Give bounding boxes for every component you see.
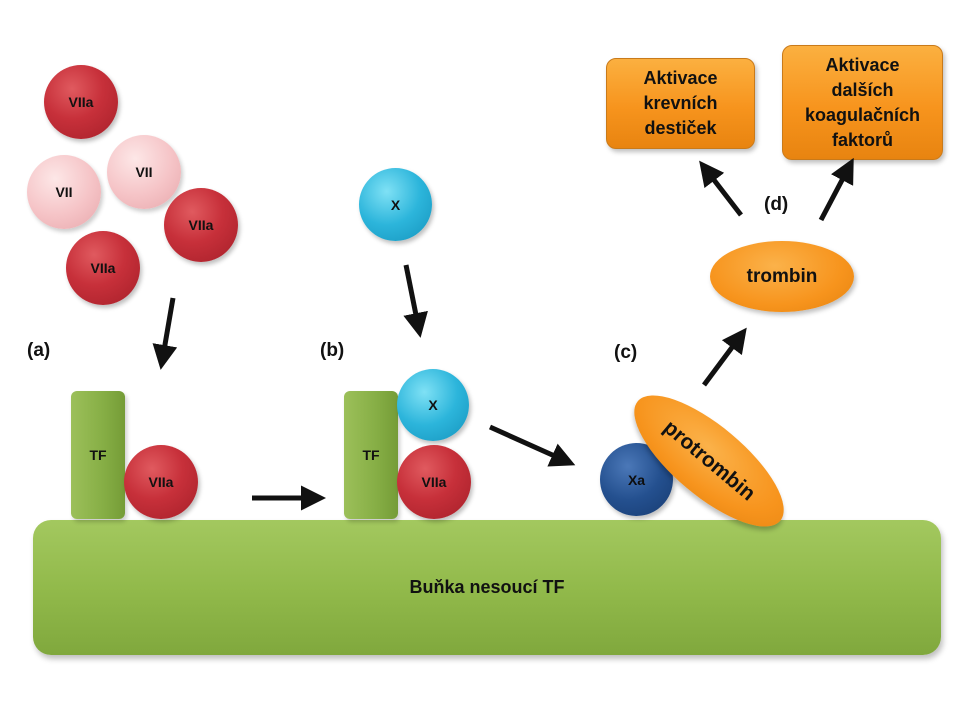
arrow-x-down	[403, 264, 428, 338]
stage-label-b: (b)	[320, 340, 345, 361]
stage-label-a: (a)	[27, 340, 51, 361]
outcome-coagulation-line-2: dalších	[831, 79, 894, 100]
tissue-factor-a: TF	[71, 391, 125, 519]
arrow-thrombin-to-coagulation	[818, 157, 854, 222]
outcome-coagulation-line-1: Aktivace	[825, 54, 900, 75]
stage-label-c: (c)	[614, 342, 638, 363]
tf-bearing-cell: Buňka nesoucí TF	[33, 520, 941, 655]
thrombin: trombin	[710, 241, 854, 312]
factor-vii-free-2: VII	[27, 155, 101, 229]
outcome-coagulation-line-3: koagulačních	[804, 104, 921, 125]
factor-viia-free-1: VIIa	[44, 65, 118, 139]
outcome-coagulation-line-4: faktorů	[831, 129, 893, 150]
factor-x-free: X	[359, 168, 432, 241]
factor-vii-free-1: VII	[107, 135, 181, 209]
stage-label-d: (d)	[764, 194, 789, 215]
factor-viia-bound-a: VIIa	[124, 445, 198, 519]
factor-viia-free-3: VIIa	[66, 231, 140, 305]
factor-x-bound: X	[397, 369, 469, 441]
arrow-b-to-xa	[488, 424, 576, 467]
factor-viia-bound-b: VIIa	[397, 445, 471, 519]
arrow-prothrombin-to-thrombin	[701, 327, 747, 387]
outcome-platelets-line-3: destiček	[644, 118, 717, 138]
outcome-platelets-line-1: Aktivace	[643, 68, 718, 88]
factor-viia-free-2: VIIa	[164, 188, 238, 262]
arrow-thrombin-to-platelets	[699, 160, 743, 217]
arrow-factors-to-tf	[152, 297, 178, 370]
tissue-factor-b: TF	[344, 391, 398, 519]
cell-label: Buňka nesoucí TF	[409, 577, 565, 597]
outcome-platelets-line-2: krevních	[643, 93, 718, 113]
outcome-coagulation-activation: Aktivace dalších koagulačních faktorů	[782, 45, 943, 160]
outcome-platelet-activation: Aktivace krevních destiček	[606, 58, 755, 149]
